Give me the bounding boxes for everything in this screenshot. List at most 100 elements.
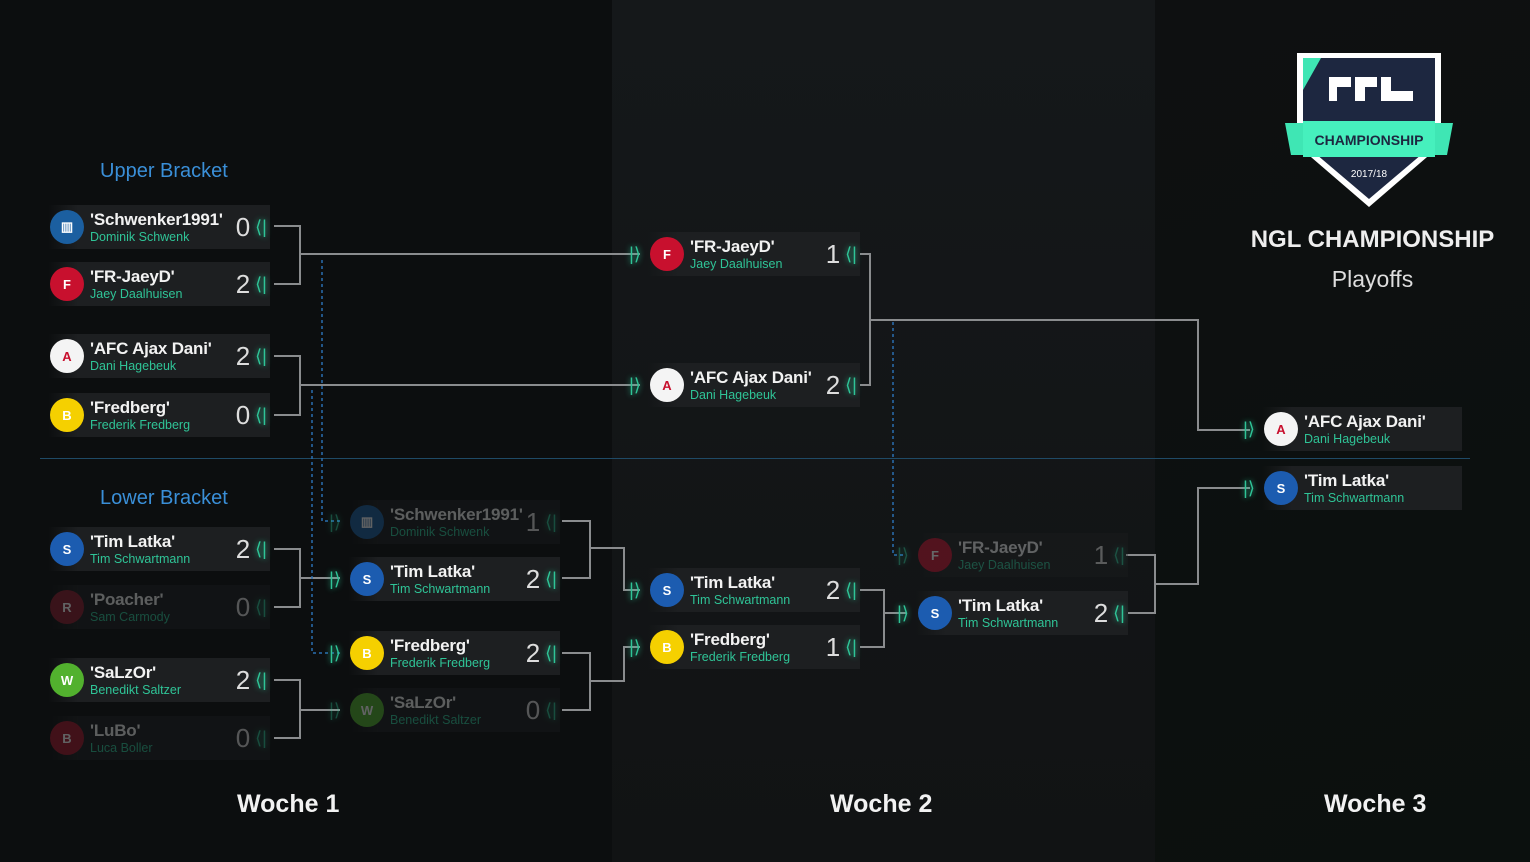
advance-arrow-icon: ⟨| [255,273,267,294]
team-row[interactable]: |⟩▥ 'Schwenker1991' Dominik Schwenk 1 ⟨| [329,500,560,544]
team-nickname: 'AFC Ajax Dani' [690,368,812,388]
score: 2 [825,574,841,605]
week-1-label: Woche 1 [237,790,340,818]
team-row[interactable]: |⟩S 'Tim Latka' Tim Schwartmann [1243,466,1462,510]
connector [274,225,640,285]
feyenoord-icon: F [50,267,84,301]
player-name: Luca Boller [90,740,153,755]
advance-arrow-icon: ⟨| [255,404,267,425]
team-row[interactable]: B 'LuBo' Luca Boller 0 ⟨| [48,716,270,760]
score: 0 [525,694,541,725]
team-row[interactable]: |⟩B 'Fredberg' Frederik Fredberg 2 ⟨| [329,631,560,675]
team-row[interactable]: F 'FR-JaeyD' Jaey Daalhuisen 2 ⟨| [48,262,270,306]
team-row[interactable]: |⟩S 'Tim Latka' Tim Schwartmann 2 ⟨| [329,557,560,601]
incoming-arrow-icon: |⟩ [897,544,909,565]
team-row[interactable]: |⟩ F 'FR-JaeyD' Jaey Daalhuisen 1 ⟨| [897,533,1128,577]
incoming-arrow-icon: |⟩ [1243,477,1255,498]
score: 1 [825,631,841,662]
wolfsburg-icon: W [50,663,84,697]
logo-banner-text: CHAMPIONSHIP [1314,132,1424,148]
team-row[interactable]: |⟩A 'AFC Ajax Dani' Dani Hagebeuk 2 ⟨| [629,363,860,407]
connector [274,548,340,608]
team-row[interactable]: ▥ 'Schwenker1991' Dominik Schwenk 0 ⟨| [48,205,270,249]
logo-season-text: 2017/18 [1350,169,1388,180]
player-name: Benedikt Saltzer [90,682,182,697]
player-name: Jaey Daalhuisen [690,256,783,271]
team-row[interactable]: R 'Poacher' Sam Carmody 0 ⟨| [48,585,270,629]
bank-icon: ▥ [350,505,384,539]
week-3-label: Woche 3 [1324,790,1427,818]
player-name: Dominik Schwenk [90,229,190,244]
page-title: NGL CHAMPIONSHIP [1250,226,1495,253]
player-name: Jaey Daalhuisen [90,286,183,301]
advance-arrow-icon: ⟨| [845,636,857,657]
team-nickname: 'Poacher' [90,590,164,610]
advance-arrow-icon: ⟨| [255,538,267,559]
player-name: Jaey Daalhuisen [958,557,1051,572]
player-name: Tim Schwartmann [690,592,791,607]
schalke-icon: S [50,532,84,566]
advance-arrow-icon: ⟨| [545,568,557,589]
team-nickname: 'Tim Latka' [390,562,475,582]
incoming-arrow-icon: |⟩ [629,374,641,395]
score: 0 [235,399,251,430]
incoming-arrow-icon: |⟩ [897,602,909,623]
connector [562,646,640,711]
incoming-arrow-icon: |⟩ [329,642,341,663]
team-nickname: 'SaLzOr' [390,693,457,713]
loser-drop-line [892,322,906,556]
team-row[interactable]: S 'Tim Latka' Tim Schwartmann 2 ⟨| [48,527,270,571]
connector [274,679,340,739]
team-row[interactable]: |⟩W 'SaLzOr' Benedikt Saltzer 0 ⟨| [329,688,560,732]
advance-arrow-icon: ⟨| [545,642,557,663]
team-row[interactable]: |⟩S 'Tim Latka' Tim Schwartmann 2 ⟨| [629,568,860,612]
page-subtitle: Playoffs [1331,266,1414,292]
wolfsburg-icon: W [350,693,384,727]
incoming-arrow-icon: |⟩ [1243,418,1255,439]
advance-arrow-icon: ⟨| [255,596,267,617]
brondby-icon: B [650,630,684,664]
week2-panel [612,0,1155,862]
player-name: Dani Hagebeuk [690,387,777,402]
player-name: Tim Schwartmann [958,615,1059,630]
player-name: Frederik Fredberg [90,417,191,432]
feyenoord-icon: F [918,538,952,572]
team-row[interactable]: |⟩F 'FR-JaeyD' Jaey Daalhuisen 1 ⟨| [629,232,860,276]
team-row[interactable]: B 'Fredberg' Frederik Fredberg 0 ⟨| [48,393,270,437]
connector [274,355,640,416]
advance-arrow-icon: ⟨| [1113,544,1125,565]
loser-drop-line [321,260,340,522]
team-nickname: 'FR-JaeyD' [90,267,175,287]
upper-bracket-label: Upper Bracket [100,160,228,182]
score: 1 [1093,539,1109,570]
team-nickname: 'AFC Ajax Dani' [1304,412,1426,432]
team-row[interactable]: W 'SaLzOr' Benedikt Saltzer 2 ⟨| [48,658,270,702]
connector [1126,487,1250,614]
advance-arrow-icon: ⟨| [845,374,857,395]
score: 2 [1093,597,1109,628]
advance-arrow-icon: ⟨| [845,579,857,600]
team-nickname: 'Fredberg' [390,636,470,656]
connector [562,520,640,591]
bank-icon: ▥ [50,210,84,244]
player-name: Frederik Fredberg [390,655,491,670]
team-row[interactable]: |⟩B 'Fredberg' Frederik Fredberg 1 ⟨| [629,625,860,669]
brondby-icon: B [50,398,84,432]
team-row[interactable]: |⟩S 'Tim Latka' Tim Schwartmann 2 ⟨| [897,591,1128,635]
score: 1 [825,238,841,269]
team-nickname: 'FR-JaeyD' [958,538,1043,558]
team-nickname: 'Fredberg' [90,398,170,418]
score: 2 [825,369,841,400]
score: 0 [235,211,251,242]
incoming-arrow-icon: |⟩ [629,579,641,600]
basel-icon: B [50,721,84,755]
team-row[interactable]: A 'AFC Ajax Dani' Dani Hagebeuk 2 ⟨| [48,334,270,378]
advance-arrow-icon: ⟨| [545,699,557,720]
advance-arrow-icon: ⟨| [255,727,267,748]
ajax-icon: A [1264,412,1298,446]
player-name: Dani Hagebeuk [1304,431,1391,446]
team-row[interactable]: |⟩ A 'AFC Ajax Dani' Dani Hagebeuk [1243,407,1462,451]
bracket-divider [40,458,1470,459]
player-name: Tim Schwartmann [390,581,491,596]
